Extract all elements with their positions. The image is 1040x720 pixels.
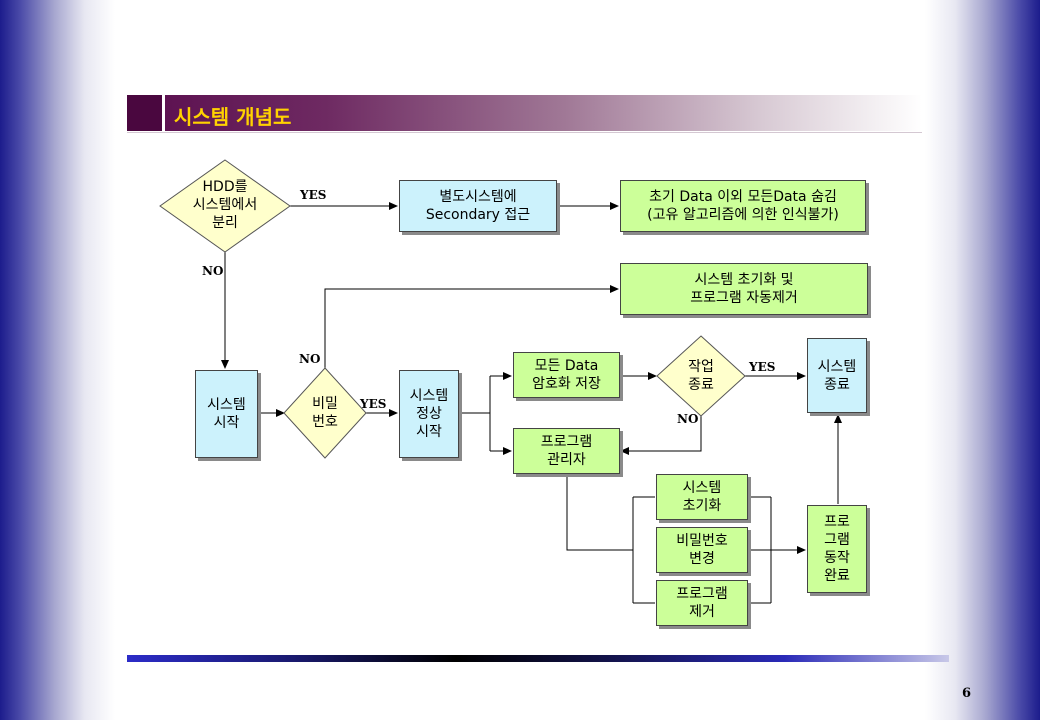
arrow-done-no: [620, 416, 702, 455]
decision-job-diamond: [656, 335, 746, 417]
title-separator: [162, 95, 165, 131]
page-title: 시스템 개념도: [174, 105, 292, 129]
label-no-hdd: NO: [202, 264, 224, 278]
system-init-box: 시스템 초기화: [656, 474, 748, 520]
decision-password-diamond: [283, 367, 367, 459]
decision-job-label: 작업 종료: [688, 359, 714, 393]
remove-program-box: 프로그램 제거: [656, 580, 748, 626]
label-no-job: NO: [677, 412, 699, 426]
label-yes-job: YES: [749, 360, 776, 374]
init-hide-box: 초기 Data 이외 모든Data 숨김 (고유 알고리즘에 의한 인식불가): [620, 180, 866, 232]
title-block: [127, 95, 162, 131]
title-bar: [127, 95, 922, 131]
system-end-box: 시스템 종료: [807, 338, 867, 413]
page-number: 6: [962, 686, 972, 701]
encrypt-save-box: 모든 Data 암호화 저장: [513, 352, 620, 398]
title-underline: [127, 132, 922, 133]
decision-hdd-diamond: [159, 159, 291, 253]
init-remove-box: 시스템 초기화 및 프로그램 자동제거: [620, 263, 868, 315]
program-manager-box: 프로그램 관리자: [513, 428, 620, 474]
line-manager-to-options: [566, 475, 633, 551]
decision-hdd-label: HDD를 시스템에서 분리: [192, 179, 258, 231]
label-yes-hdd: YES: [300, 188, 327, 202]
label-yes-password: YES: [360, 397, 387, 411]
arrow-password-no: [324, 285, 619, 368]
system-normal-start-box: 시스템 정상 시작: [399, 370, 459, 458]
change-password-box: 비밀번호 변경: [656, 527, 748, 573]
decision-password-label: 비밀 번호: [312, 396, 338, 430]
program-done-box: 프로 그램 동작 완료: [807, 505, 867, 593]
label-no-password: NO: [299, 352, 321, 366]
secondary-access-box: 별도시스템에 Secondary 접근: [399, 180, 557, 232]
system-start-box: 시스템 시작: [195, 370, 258, 458]
bottom-bar: [127, 655, 949, 662]
